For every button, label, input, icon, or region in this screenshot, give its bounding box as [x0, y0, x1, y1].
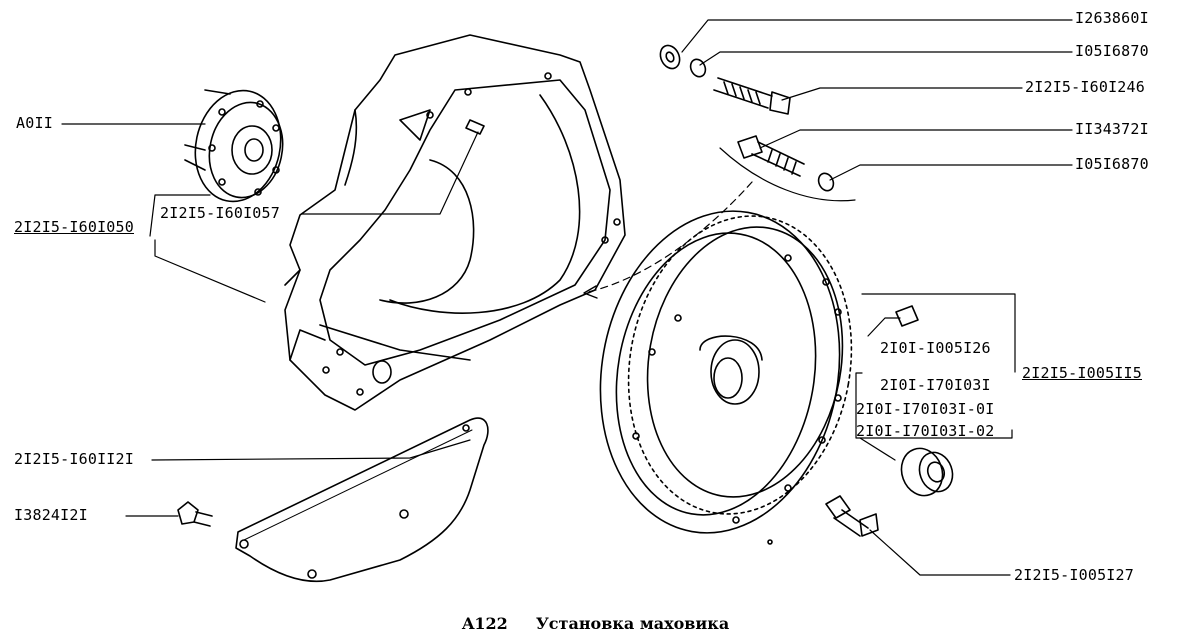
label-washer-top: I263860I — [1075, 9, 1149, 27]
label-bearing-3: 2I0I-I70I03I-02 — [856, 422, 995, 440]
label-adapter-plate: A0II — [16, 114, 53, 132]
flywheel-pin — [895, 305, 919, 327]
label-cover-bolt: I3824I2I — [14, 506, 88, 524]
lockwasher-mid — [817, 172, 835, 192]
label-housing-pin: 2I2I5-I60I057 — [160, 204, 280, 222]
label-flywheel-bolt: 2I2I5-I005I27 — [1014, 566, 1134, 584]
label-clutch-housing: 2I2I5-I60I050 — [14, 218, 134, 236]
label-bearing-2: 2I0I-I70I03I-0I — [856, 400, 995, 418]
label-lockwasher-mid: I05I6870 — [1075, 155, 1149, 173]
label-lockwasher-top: I05I6870 — [1075, 42, 1149, 60]
label-bolt-mid: II34372I — [1075, 120, 1149, 138]
cover-bolt — [177, 501, 213, 527]
section-arc — [719, 147, 856, 202]
bolt-mid — [737, 135, 805, 177]
cover-plate — [235, 417, 489, 582]
label-flywheel-pin: 2I0I-I005I26 — [880, 339, 991, 357]
washer-top — [659, 44, 681, 70]
label-bearing-1: 2I0I-I70I03I — [880, 376, 991, 394]
clutch-housing — [284, 34, 626, 411]
lockwasher-top — [689, 58, 707, 78]
bolt-top — [713, 77, 791, 115]
adapter-plate — [184, 89, 284, 203]
label-flywheel: 2I2I5-I005II5 — [1022, 364, 1142, 382]
label-bolt-top: 2I2I5-I60I246 — [1025, 78, 1145, 96]
caption-code: A122 — [462, 614, 508, 633]
flywheel-bolt — [825, 495, 879, 537]
flywheel — [599, 210, 853, 545]
leader-lines — [61, 19, 1073, 576]
assembly-arrow — [587, 181, 753, 293]
label-cover-plate: 2I2I5-I60II2I — [14, 450, 134, 468]
figure-caption: A122 Установка маховика — [462, 614, 729, 633]
pilot-bearing — [900, 447, 954, 497]
caption-title: Установка маховика — [535, 614, 730, 633]
